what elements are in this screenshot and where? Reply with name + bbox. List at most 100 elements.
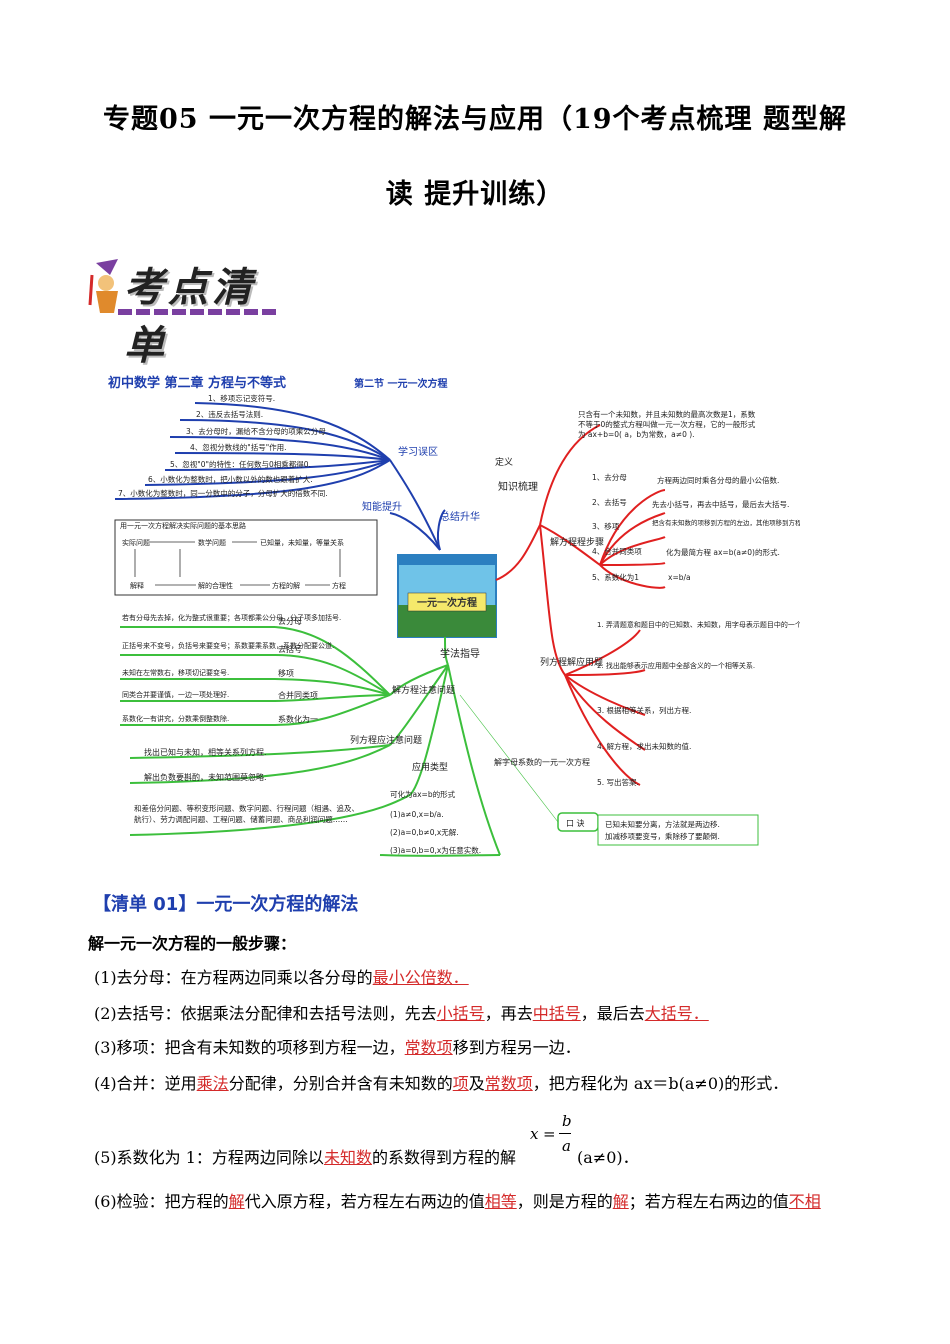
step-4-answer-1: 乘法 xyxy=(196,1074,229,1093)
koujue-label: 口 诀 xyxy=(566,818,585,828)
step-1-desc: 方程两边同时乘各分母的最小公倍数. xyxy=(657,475,779,485)
formula-eq: = xyxy=(543,1125,556,1143)
flow-sol: 方程的解 xyxy=(272,581,300,590)
solve-steps-label: 解方程程步骤 xyxy=(550,536,604,548)
step-6-answer-3: 解 xyxy=(612,1192,629,1211)
flow-check: 解的合理性 xyxy=(198,581,233,590)
mistake-7: 7、小数化为整数时，同一分数中的分子，分母扩大的倍数不同. xyxy=(118,488,328,498)
step-6-answer-2: 相等 xyxy=(484,1192,517,1211)
step-2-text: (2)去括号：依据乘法分配律和去括号法则，先去 xyxy=(94,1004,437,1023)
letter-coef-1: 可化为ax=b的形式 xyxy=(390,789,456,799)
kaodian-qingdan-logo: 考点清单 xyxy=(88,255,288,369)
attention-3-step: 移项 xyxy=(278,668,294,678)
step-6-text-mid2: ，则是方程的 xyxy=(516,1192,613,1211)
doc-title-line2: 读 提升训练） xyxy=(385,179,565,210)
word-step-4: 4. 解方程，求出未知数的值. xyxy=(597,741,691,751)
step-1-answer: 最小公倍数． xyxy=(372,968,469,987)
step-6-answer-4: 不相 xyxy=(788,1192,821,1211)
word-attention-2: 解出负数要斟酌，未知范围莫忽略. xyxy=(144,772,267,782)
step-5-tail: (a≠0)． xyxy=(577,1148,639,1167)
mindmap-header: 初中数学 第二章 方程与不等式 xyxy=(108,375,286,391)
attention-label: 解方程注意问题 xyxy=(392,684,455,696)
knowledge-up-label: 知能提升 xyxy=(362,500,402,513)
flow-title: 用一元一次方程解决实际问题的基本思路 xyxy=(120,521,246,530)
learn-mistakes-label: 学习误区 xyxy=(398,445,438,458)
mistake-1: 1、移项忘记变符号. xyxy=(208,393,275,403)
word-step-2: 2. 找出能够表示应用题中全部含义的一个相等关系. xyxy=(597,661,755,670)
step-3-name: 3、移项 xyxy=(592,521,620,531)
step-2-text-mid1: ，再去 xyxy=(484,1004,533,1023)
mistake-6: 6、小数化为整数时，把小数以外的数也跟着扩大. xyxy=(148,474,313,484)
step-6-text-mid1: 代入原方程，若方程左右两边的值 xyxy=(244,1192,485,1211)
step-5-answer: 未知数 xyxy=(323,1148,372,1167)
step-3-answer: 常数项 xyxy=(404,1038,453,1057)
attention-5-tip: 系数化一有讲究，分数乘倒整数除. xyxy=(122,714,229,723)
step-5-text-mid: 的系数得到方程的解 xyxy=(371,1148,516,1167)
hub-top-label: 总结升华 xyxy=(440,510,480,523)
step-4-answer-2: 项 xyxy=(452,1074,469,1093)
word-problem-label: 列方程解应用题 xyxy=(540,656,603,668)
mistake-3: 3、去分母时，漏给不含分母的项乘公分母. xyxy=(186,426,328,436)
wizard-icon xyxy=(88,259,118,313)
koujue-box xyxy=(597,814,759,846)
word-step-5: 5. 写出答案. xyxy=(597,777,639,787)
letter-coef-4: (3)a=0,b=0,x为任意实数. xyxy=(390,845,481,855)
attention-5-step: 系数化为一 xyxy=(278,714,318,724)
mistake-4: 4、忽视分数线的"括号"作用. xyxy=(190,442,287,452)
attention-2-tip: 正括号来不变号，负括号来要变号；系数要乘系数，系数分配要公道. xyxy=(122,641,334,650)
koujue-line-1: 已知未知要分离，方法就是两边移. xyxy=(605,819,720,829)
step-4-text-mid2: 及 xyxy=(468,1074,485,1093)
step-3-text-end: 移到方程另一边． xyxy=(452,1038,581,1057)
step-5-text: (5)系数化为 1：方程两边同除以 xyxy=(94,1148,324,1167)
koujue-line-2: 加减移项要变号，乘除移了要颠倒. xyxy=(605,831,720,841)
doc-title-line1: 专题05 一元一次方程的解法与应用（19个考点梳理 题型解 xyxy=(103,104,847,135)
step-3-text: (3)移项：把含有未知数的项移到方程一边， xyxy=(94,1038,405,1057)
step-line-1: (1)去分母：在方程两边同乘以各分母的最小公倍数． xyxy=(94,964,469,988)
attention-4-tip: 同类合并要谨慎，一边一项处理好. xyxy=(122,690,229,699)
step-2-answer-3: 大括号． xyxy=(644,1004,709,1023)
step-6-text: (6)检验：把方程的 xyxy=(94,1192,229,1211)
attention-1-tip: 若有分母先去掉，化为整式很重要；各项都乘公分母，分子项多加括号. xyxy=(122,613,341,622)
step-2-answer-1: 小括号 xyxy=(436,1004,485,1023)
formula-x: x xyxy=(530,1125,539,1143)
definition-text-2: 不等于0的整式方程叫做一元一次方程，它的一般形式 xyxy=(578,419,756,429)
section-heading: 【清单 01】一元一次方程的解法 xyxy=(93,894,359,915)
flow-eq: 方程 xyxy=(332,581,346,590)
step-line-4: (4)合并：逆用乘法分配律，分别合并含有未知数的项及常数项，把方程化为 ax＝b… xyxy=(94,1070,788,1094)
letter-coef-label: 解字母系数的一元一次方程 xyxy=(494,757,590,767)
step-line-6: (6)检验：把方程的解代入原方程，若方程左右两边的值相等，则是方程的解；若方程左… xyxy=(94,1188,821,1212)
step-line-2: (2)去括号：依据乘法分配律和去括号法则，先去小括号，再去中括号，最后去大括号． xyxy=(94,1000,709,1024)
step-4-desc: 化为最简方程 ax=b(a≠0)的形式. xyxy=(666,547,780,557)
center-label: 一元一次方程 xyxy=(417,596,477,609)
step-1-text: (1)去分母：在方程两边同乘以各分母的 xyxy=(94,968,373,987)
app-types-label: 应用类型 xyxy=(412,761,448,773)
hub-right-label: 知识梳理 xyxy=(498,480,538,493)
attention-1-step: 去分母 xyxy=(278,616,302,626)
word-step-1: 1. 弄清题意和题目中的已知数、未知数，用字母表示题目中的一个未知数 xyxy=(597,620,800,629)
mindmap-header-sub: 第二节 一元一次方程 xyxy=(354,377,447,390)
step-6-text-end: ；若方程左右两边的值 xyxy=(628,1192,789,1211)
step-3-desc: 把含有未知数的项移到方程的左边，其他项移到方程的右边，移项要变号. xyxy=(652,518,800,527)
flow-real: 实际问题 xyxy=(122,538,150,547)
step-4-text-mid1: 分配律，分别合并含有未知数的 xyxy=(228,1074,453,1093)
definition-text-1: 只含有一个未知数，并且未知数的最高次数是1，系数 xyxy=(578,409,756,419)
flow-explain: 解释 xyxy=(130,581,144,590)
flow-box xyxy=(114,519,378,596)
attention-4-step: 合并同类项 xyxy=(278,690,318,700)
flow-math: 数学问题 xyxy=(198,538,226,547)
definition-text-3: 为 ax+b=0( a，b为常数，a≠0 ). xyxy=(578,429,695,439)
step-1-name: 1、去分母 xyxy=(592,472,627,482)
formula-num: b xyxy=(562,1112,572,1130)
logo-underline xyxy=(118,309,278,315)
app-types-text: 和差倍分问题、等积变形问题、数字问题、行程问题（相遇、追及、航行）、劳力调配问题… xyxy=(134,804,359,824)
step-2-text-mid2: ，最后去 xyxy=(580,1004,645,1023)
step-4-text-end: ，把方程化为 ax＝b(a≠0)的形式． xyxy=(532,1074,789,1093)
mistake-2: 2、违反去括号法则. xyxy=(196,409,263,419)
formula-bar xyxy=(559,1133,571,1134)
hub-bottom-label: 学法指导 xyxy=(440,647,480,660)
step-6-answer-1: 解 xyxy=(228,1192,245,1211)
attention-3-tip: 未知在左常数右，移项切记要变号. xyxy=(122,668,229,677)
formula-den: a xyxy=(562,1137,571,1155)
step-4-text: (4)合并：逆用 xyxy=(94,1074,197,1093)
letter-coef-3: (2)a=0,b≠0,x无解. xyxy=(390,827,459,837)
